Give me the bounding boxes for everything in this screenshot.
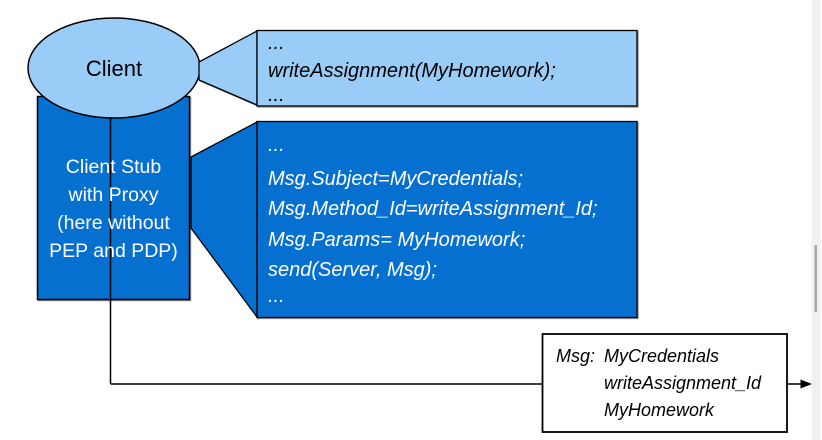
scrollbar-track[interactable] — [811, 0, 821, 440]
client-stub-box — [36, 95, 191, 301]
msg-value-line: writeAssignment_Id — [604, 373, 762, 393]
client-code-callout-tail — [198, 29, 258, 106]
client-stub-line: Client Stub — [66, 156, 162, 178]
stub-code-line: ... — [268, 134, 285, 156]
client-label: Client — [86, 56, 142, 81]
client-stub-label: Client Stub with Proxy (here without PEP… — [49, 156, 178, 262]
stub-code-line: Msg.Subject=MyCredentials; — [268, 168, 523, 190]
stub-code-callout-tail — [190, 120, 258, 319]
msg-value-line: MyCredentials — [604, 346, 719, 366]
client-code-line: ... — [268, 32, 285, 54]
stub-code-line: send(Server, Msg); — [268, 259, 437, 281]
client-stub-line: (here without — [57, 212, 170, 234]
client-code-callout-box — [256, 29, 638, 107]
msg-value-line: MyHomework — [604, 400, 715, 420]
stub-code-callout: ... Msg.Subject=MyCredentials; Msg.Metho… — [190, 120, 638, 319]
stub-code-callout-box — [256, 120, 638, 319]
client-code-line: writeAssignment(MyHomework); — [268, 60, 556, 82]
message-contents-box: Msg: MyCredentials writeAssignment_Id My… — [541, 333, 788, 433]
stub-code-line: Msg.Method_Id=writeAssignment_Id; — [268, 198, 598, 220]
scrollbar-thumb[interactable] — [814, 245, 818, 312]
client-code-line: ... — [268, 84, 285, 106]
client-stub-line: PEP and PDP) — [49, 240, 178, 262]
stub-code-line: Msg.Params= MyHomework; — [268, 229, 525, 251]
message-contents-rect — [541, 333, 788, 433]
stub-code-line: ... — [268, 285, 285, 307]
vertical-scrollbar[interactable] — [811, 0, 821, 440]
client-code-callout: ... writeAssignment(MyHomework); ... — [198, 29, 638, 107]
msg-label: Msg: — [556, 346, 595, 366]
arrow-right-icon — [800, 379, 812, 389]
client-stub-line: with Proxy — [68, 184, 159, 206]
